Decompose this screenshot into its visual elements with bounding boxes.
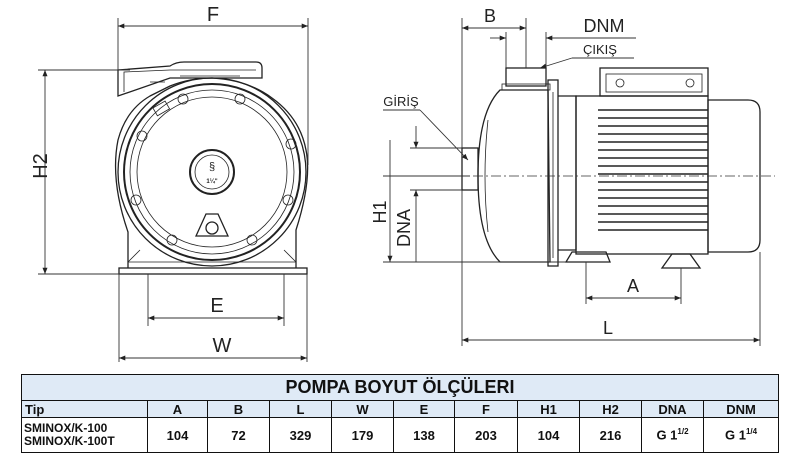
front-bolts: [130, 93, 297, 246]
dimension-table: POMPA BOYUT ÖLÇÜLERI Tip A B L W E F H1 …: [20, 374, 780, 453]
inlet-label: GİRİŞ: [383, 94, 419, 109]
header-a: A: [147, 400, 208, 418]
header-tip: Tip: [21, 400, 148, 418]
header-l: L: [269, 400, 332, 418]
side-terminal-box: [599, 67, 709, 97]
value-dnm-fraction: 1/4: [745, 427, 758, 437]
side-rear-foot: [660, 253, 702, 269]
front-inlet-port: [189, 149, 235, 195]
value-dna-fraction: 1/2: [677, 427, 689, 437]
value-w: 179: [331, 417, 394, 453]
value-dna: G 11/2: [641, 417, 704, 453]
front-outer-ring: [117, 77, 307, 267]
model-names: SMINOX/K-100 SMINOX/K-100T: [21, 417, 148, 453]
value-a: 104: [147, 417, 208, 453]
header-w: W: [331, 400, 394, 418]
header-h2: H2: [579, 400, 642, 418]
front-inlet-symbol: §: [209, 161, 215, 173]
side-view: [455, 67, 775, 269]
value-dnm: G 11/4: [702, 417, 780, 453]
value-h1: 104: [517, 417, 580, 453]
outlet-label: ÇIKIŞ: [583, 42, 617, 57]
dim-label-e: E: [210, 295, 223, 317]
dim-label-w: W: [213, 335, 232, 357]
dim-label-b: B: [484, 6, 496, 26]
front-drain-plug: [194, 213, 230, 237]
header-h1: H1: [517, 400, 580, 418]
value-f: 203: [454, 417, 518, 453]
value-dnm-base: G 1: [724, 427, 746, 443]
header-f: F: [454, 400, 518, 418]
dim-label-h1: H1: [370, 200, 390, 223]
header-b: B: [207, 400, 270, 418]
side-fan-cover: [707, 99, 761, 253]
dim-label-dnm: DNM: [584, 16, 625, 36]
dim-label-h2: H2: [30, 153, 52, 179]
table-title: POMPA BOYUT ÖLÇÜLERI: [20, 374, 780, 401]
value-l: 329: [269, 417, 332, 453]
dim-label-a: A: [627, 276, 639, 296]
value-dna-base: G 1: [656, 427, 678, 443]
model-name: SMINOX/K-100T: [24, 434, 115, 448]
side-dimensions: B DNM ÇIKIŞ GİRİŞ H1 DNA A L: [370, 6, 761, 346]
front-view: § 1¼": [114, 61, 309, 275]
side-flange: [547, 79, 559, 267]
side-outlet-port: [505, 67, 547, 87]
table-row: SMINOX/K-100 SMINOX/K-100T 104 72 329 17…: [21, 417, 780, 453]
dim-label-f: F: [207, 4, 219, 26]
table-header-row: Tip A B L W E F H1 H2 DNA DNM: [21, 400, 780, 418]
header-dna: DNA: [641, 400, 704, 418]
front-base: [118, 267, 308, 275]
value-h2: 216: [579, 417, 642, 453]
dim-label-l: L: [603, 318, 613, 338]
value-b: 72: [207, 417, 270, 453]
front-dimensions: F H2 E W: [30, 4, 309, 362]
dim-label-dna: DNA: [394, 209, 414, 247]
side-front-foot: [564, 251, 611, 263]
value-e: 138: [393, 417, 455, 453]
header-e: E: [393, 400, 455, 418]
pump-technical-drawing: § 1¼" F H2 E W: [30, 4, 775, 362]
model-name: SMINOX/K-100: [24, 421, 108, 435]
front-terminal-box: [117, 61, 263, 97]
front-inlet-size-label: 1¼": [206, 178, 217, 185]
side-inlet-port: [461, 147, 479, 191]
side-cooling-fins: [598, 109, 708, 231]
header-dnm: DNM: [702, 400, 780, 418]
